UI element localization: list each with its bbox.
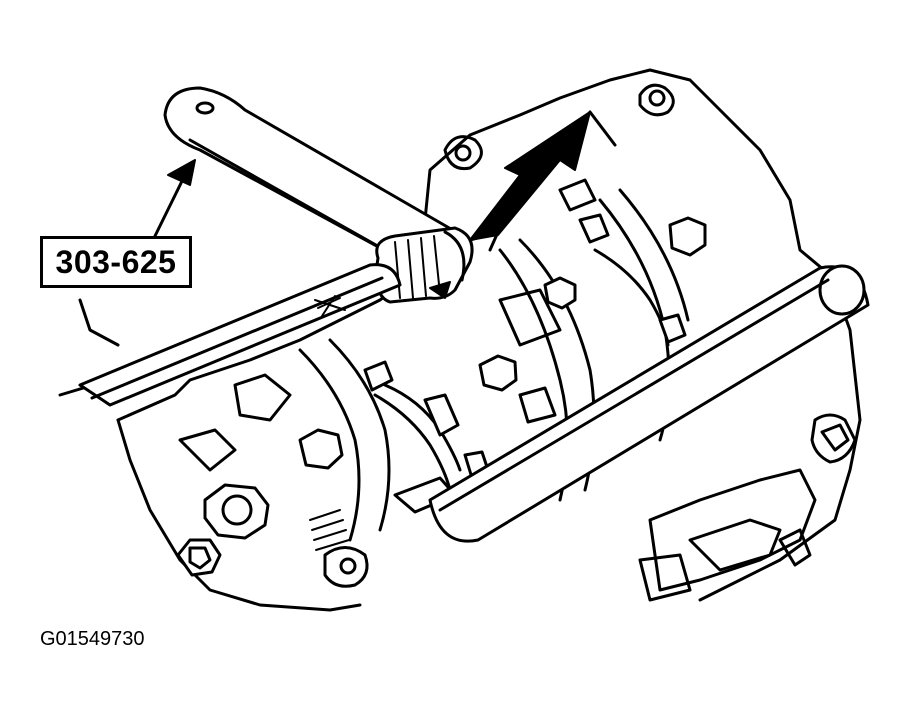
pointer-arrow-icon [469, 110, 617, 241]
long-shaft-icon [78, 263, 402, 407]
camshaft-icon [428, 264, 870, 543]
figure-id: G01549730 [40, 628, 145, 650]
tool-number-text: 303-625 [55, 243, 177, 280]
leader-arrow [153, 159, 196, 238]
camshaft-holding-tool-icon [163, 86, 500, 304]
tool-number-label: 303-625 [40, 236, 192, 288]
